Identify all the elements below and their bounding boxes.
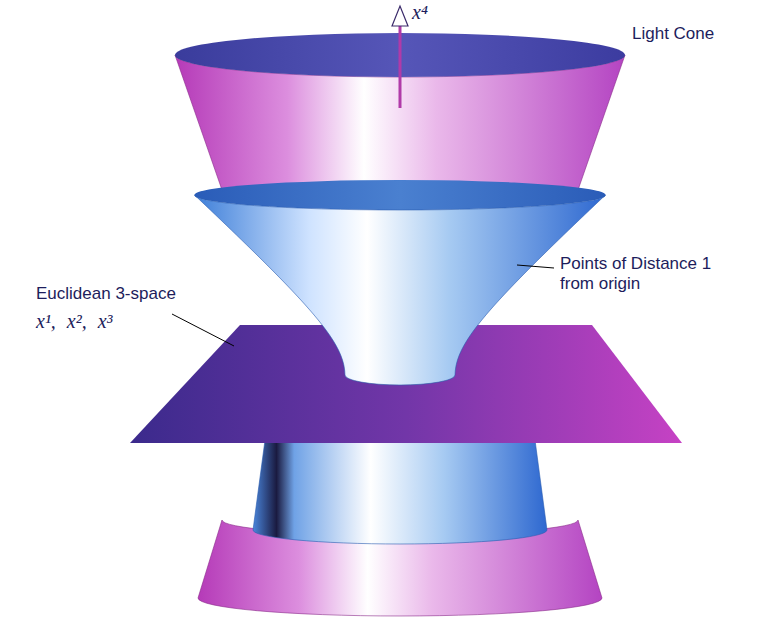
upper-hyperboloid <box>195 195 606 385</box>
leader-line <box>517 265 554 268</box>
time-axis <box>399 26 402 108</box>
plane-label: Euclidean 3-space <box>36 284 216 304</box>
coordinate-label: x¹, x², x³ <box>36 309 196 333</box>
axis-label: x⁴ <box>412 0 472 24</box>
light-cone-label: Light Cone <box>632 24 762 44</box>
lower-hyperboloid <box>253 440 547 544</box>
hyperboloid-label: Points of Distance 1 from origin <box>560 254 730 294</box>
leader-line <box>172 314 234 346</box>
axis-arrowhead <box>392 6 408 26</box>
